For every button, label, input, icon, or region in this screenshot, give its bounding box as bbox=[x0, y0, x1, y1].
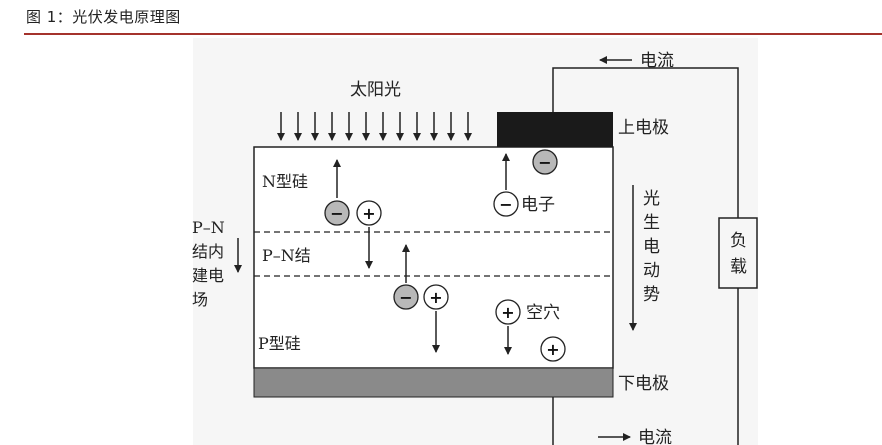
electron-collected-sign: − bbox=[538, 153, 551, 172]
emf-label-4: 动 bbox=[643, 261, 660, 281]
emf-label-3: 电 bbox=[643, 237, 660, 257]
hole-1-sign: + bbox=[362, 204, 375, 223]
top-electrode-label: 上电极 bbox=[618, 118, 669, 138]
hole-collected-sign: + bbox=[546, 340, 559, 359]
current-label-top: 电流 bbox=[640, 51, 674, 71]
hole-1 bbox=[356, 200, 382, 226]
emf-label-5: 势 bbox=[643, 285, 660, 305]
field-label-2: 结内 bbox=[192, 242, 224, 261]
hole-legend bbox=[495, 299, 521, 325]
field-label-3: 建电 bbox=[192, 266, 224, 285]
pn-junction-label: P–N结 bbox=[262, 246, 311, 265]
electron-legend-sign: − bbox=[499, 195, 512, 214]
hole-collected bbox=[540, 336, 566, 362]
bottom-electrode-label: 下电极 bbox=[618, 374, 669, 394]
electron-legend bbox=[493, 191, 519, 217]
figure-caption: 图 1：光伏发电原理图 bbox=[26, 8, 181, 26]
hole-2-sign: + bbox=[429, 288, 442, 307]
electron-2 bbox=[393, 284, 419, 310]
top-electrode bbox=[497, 112, 613, 147]
emf-label-1: 光 bbox=[643, 189, 660, 209]
load-label-2: 载 bbox=[730, 257, 747, 277]
sunlight-label: 太阳光 bbox=[350, 80, 401, 100]
hole-legend-sign: + bbox=[501, 303, 514, 322]
field-label-4: 场 bbox=[192, 290, 208, 309]
current-label-bottom: 电流 bbox=[638, 428, 672, 445]
n-type-label: N型硅 bbox=[262, 172, 308, 191]
load-box bbox=[718, 217, 758, 289]
electron-1-sign: − bbox=[330, 204, 343, 223]
sunlight-arrows bbox=[277, 112, 472, 141]
p-type-label: P型硅 bbox=[258, 334, 301, 353]
electron-collected bbox=[532, 149, 558, 175]
electron-1 bbox=[324, 200, 350, 226]
hole-2 bbox=[423, 284, 449, 310]
caption-divider bbox=[24, 33, 882, 35]
electron-label: 电子 bbox=[521, 195, 555, 215]
external-circuit bbox=[552, 67, 739, 445]
field-label-1: P–N bbox=[192, 218, 225, 237]
bottom-electrode bbox=[253, 367, 614, 398]
hole-label: 空穴 bbox=[526, 303, 560, 323]
load-label-1: 负 bbox=[730, 231, 747, 251]
electron-2-sign: − bbox=[399, 288, 412, 307]
emf-label-2: 生 bbox=[643, 213, 660, 233]
